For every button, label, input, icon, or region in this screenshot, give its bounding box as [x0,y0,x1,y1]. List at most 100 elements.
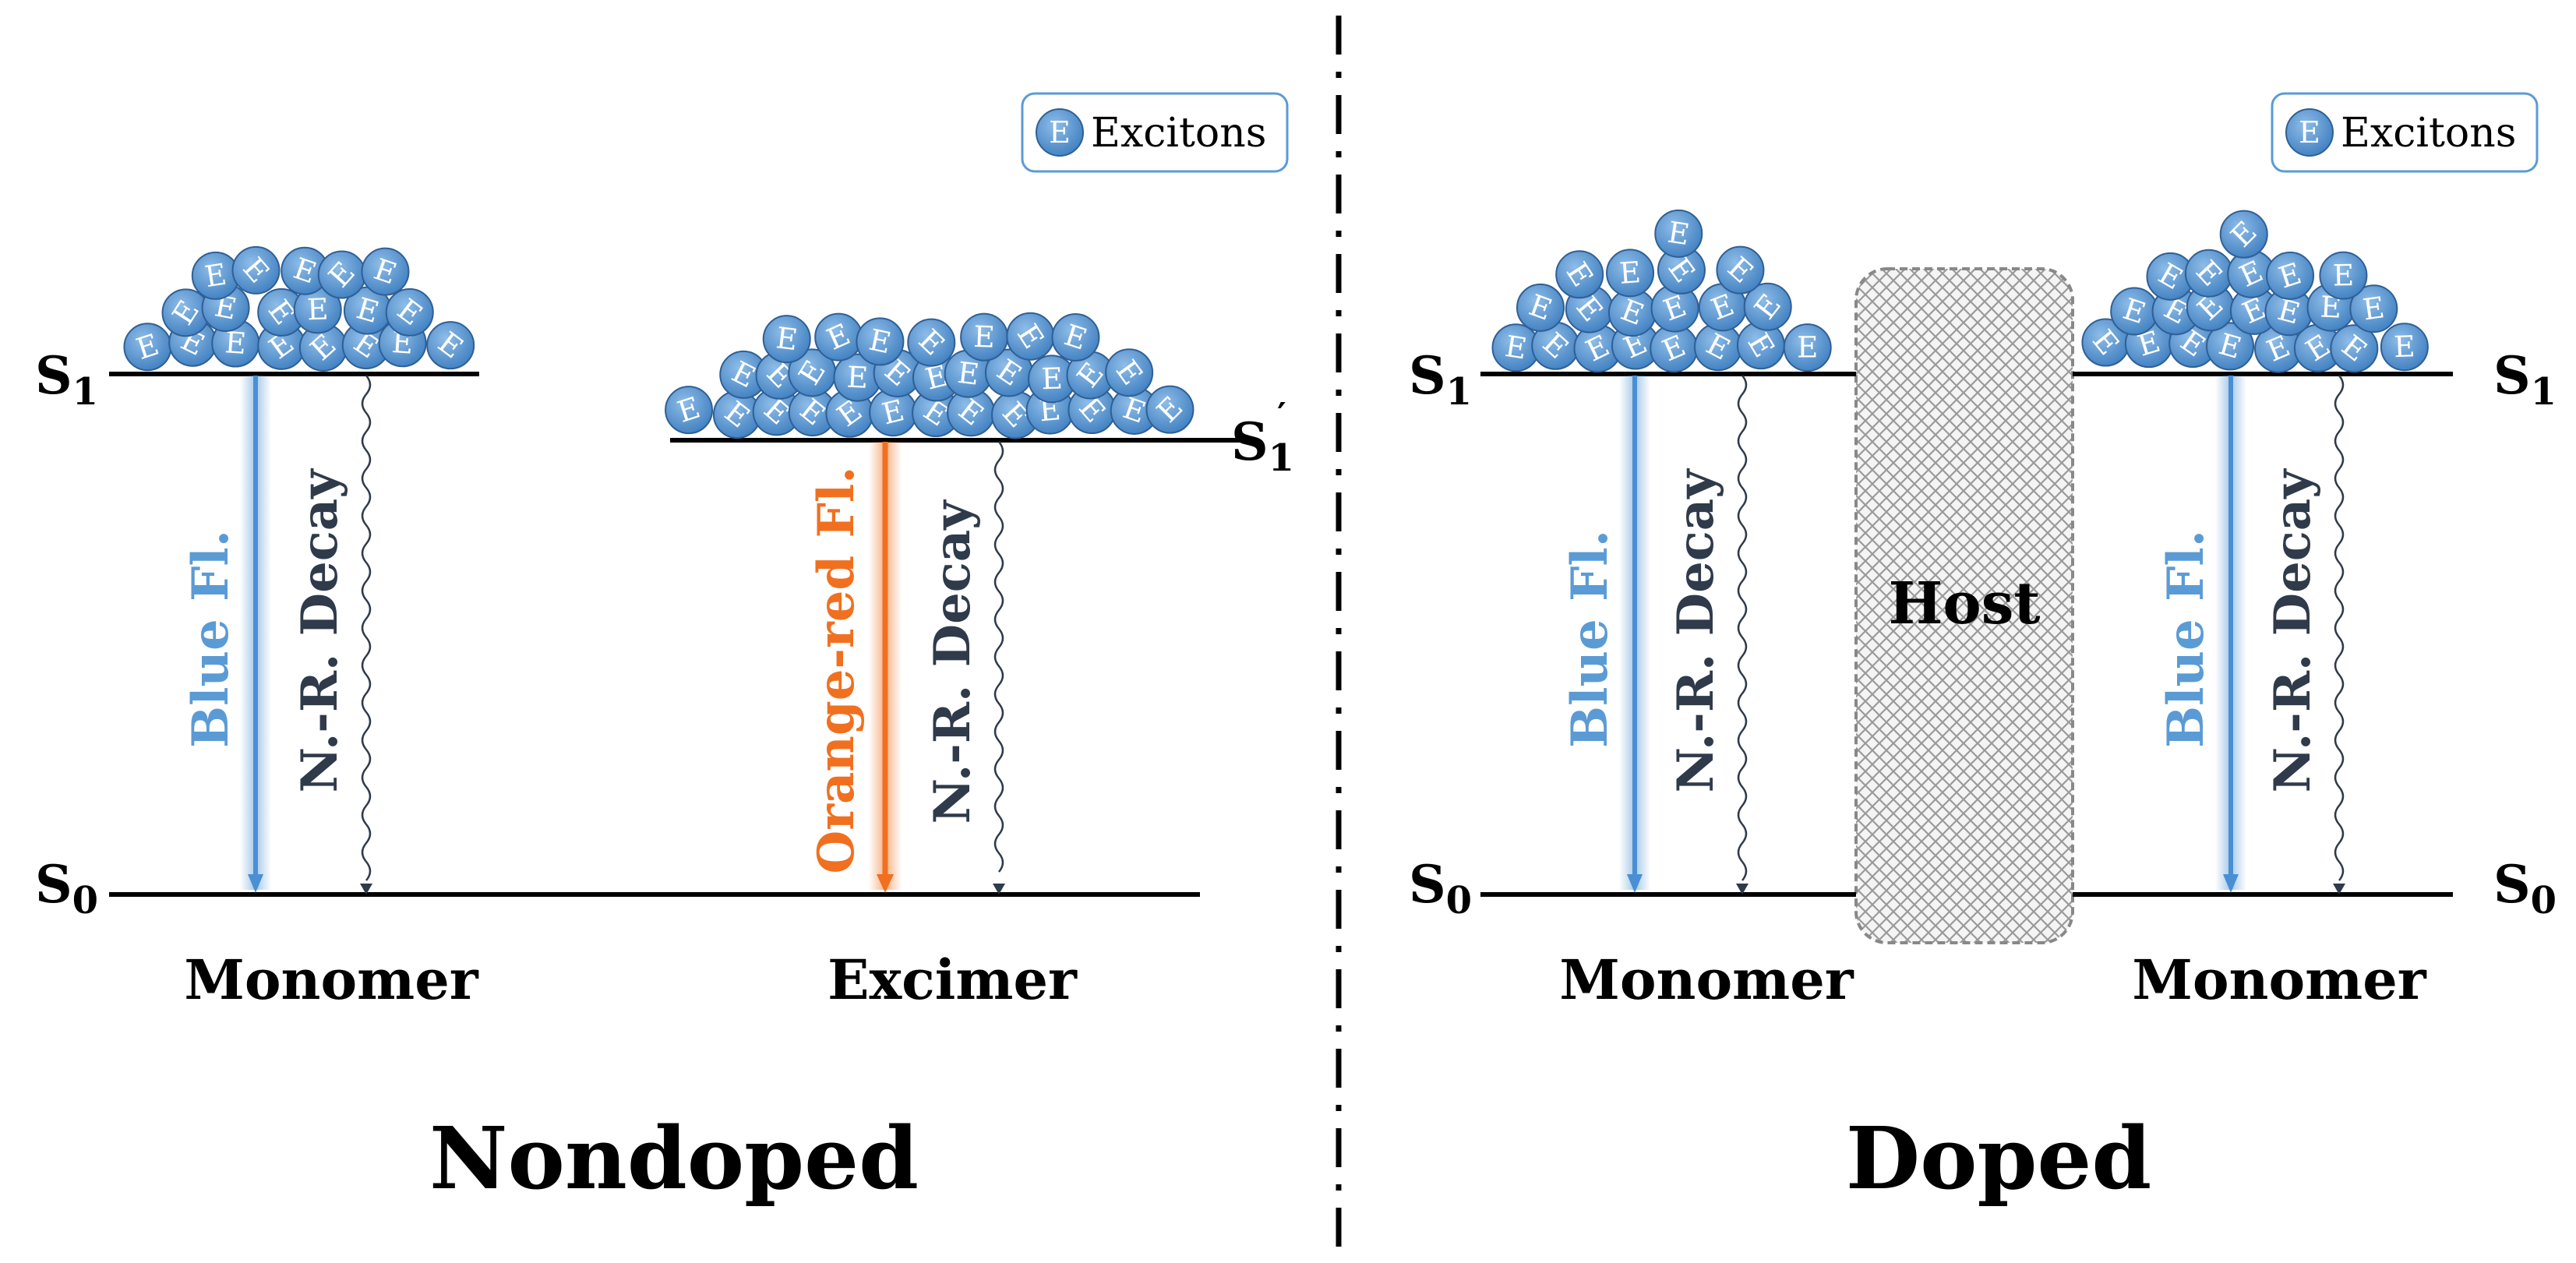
exciton-icon: E [2285,108,2334,157]
nr-decay-arrowhead-doped-b [2333,884,2345,894]
blue-fl-label-doped-b: Blue Fl. [2157,530,2215,748]
exciton: E [426,321,475,370]
exciton: E [1028,355,1077,404]
svg-text:E: E [1503,329,1530,366]
exciton: E [1657,245,1706,295]
nr-decay-arrowhead-excimer [993,884,1005,894]
exciton: E [257,288,306,337]
svg-text:E: E [203,257,229,295]
exciton: E [1067,386,1117,435]
monomer-label-doped-a: Monomer [1559,947,1854,1012]
doped-title: Doped [1846,1108,2152,1208]
exciton: E [385,288,434,337]
exciton: E [343,286,392,335]
exciton-symbol: E [2299,115,2320,150]
exciton: E [123,323,172,372]
blue-fl-arrow-doped-a [1619,376,1650,893]
s1-label-doped-left: S1 [1409,345,1472,414]
nondoped-title: Nondoped [429,1108,919,1208]
orange-fl-arrow [869,442,902,893]
nr-decay-arrowhead-left [360,884,372,894]
svg-text:E: E [2361,290,2387,326]
s0-label-doped-left: S0 [1409,854,1472,923]
nr-decay-wave-left [361,375,372,881]
exciton: E [944,349,993,398]
exciton: E [1783,323,1832,372]
exciton: E [317,250,366,299]
svg-text:E: E [775,320,800,357]
monomer-label-left: Monomer [184,947,478,1012]
svg-text:E: E [2332,258,2354,292]
exciton: E [2330,324,2379,373]
exciton: E [2349,284,2398,333]
nr-decay-label-doped-b: N.-R. Decay [2264,468,2322,793]
exciton: E [2227,249,2276,298]
s1-label-doped-right: S1 [2493,345,2557,414]
excimer-label: Excimer [827,947,1078,1012]
exciton: E [361,247,410,296]
exciton: E [1516,283,1565,332]
s0-label-left: S0 [35,854,98,923]
exciton: E [2380,323,2429,372]
exciton: E [1698,283,1747,332]
svg-text:E: E [1797,330,1818,365]
exciton: E [231,245,281,295]
exciton: E [665,386,714,435]
exciton: E [1066,351,1115,400]
exciton: E [2264,288,2313,337]
exciton: E [788,348,837,397]
exciton-symbol: E [1049,115,1071,150]
svg-text:E: E [1665,215,1692,252]
s1-label-left: S1 [35,345,98,414]
exciton: E [2184,249,2233,298]
exciton: E [788,388,837,437]
exciton: E [1573,324,1622,373]
exciton: E [1650,284,1699,333]
exciton: E [1607,288,1657,337]
exciton: E [1716,245,1765,295]
exciton: E [833,353,882,402]
exciton: E [161,288,210,337]
exciton: E [869,388,918,437]
exciton: E [762,315,811,364]
exciton: E [1743,282,1792,331]
svg-text:E: E [955,355,981,392]
blue-fl-label-doped-a: Blue Fl. [1561,530,1619,748]
legend-left: E Excitons [1021,92,1289,173]
svg-text:E: E [846,360,870,395]
nr-decay-wave-excimer [993,441,1004,873]
exciton: E [191,251,240,300]
exciton: E [2206,322,2255,371]
exciton: E [947,388,996,437]
nr-decay-wave-doped-b [2334,375,2345,881]
s1-prime-label: S1′ [1231,396,1294,480]
exciton: E [2146,252,2195,301]
blue-fl-arrow-doped-b [2215,376,2246,893]
exciton: E [2293,323,2342,372]
host-label: Host [1888,570,2040,637]
nr-decay-wave-doped-a [1737,375,1748,881]
nr-decay-label-excimer: N.-R. Decay [923,499,982,824]
exciton: E [2319,251,2368,300]
svg-text:E: E [973,319,996,355]
exciton: E [719,350,768,399]
svg-text:E: E [1041,362,1064,397]
orange-fl-label: Orange-red Fl. [807,467,866,874]
host-block [1854,267,2074,944]
exciton: E [1654,209,1703,258]
monomer-label-doped-b: Monomer [2132,947,2426,1012]
exciton: E [984,348,1033,397]
s0-label-doped-right: S0 [2493,854,2557,923]
exciton: E [2219,210,2268,259]
exciton: E [1051,313,1100,362]
exciton: E [2110,287,2159,336]
exciton: E [1145,385,1194,434]
legend-label: Excitons [1091,110,1266,157]
legend-label: Excitons [2341,110,2516,157]
exciton: E [293,285,342,334]
exciton: E [281,246,330,295]
svg-text:E: E [2393,329,2415,364]
exciton: E [2254,324,2303,373]
